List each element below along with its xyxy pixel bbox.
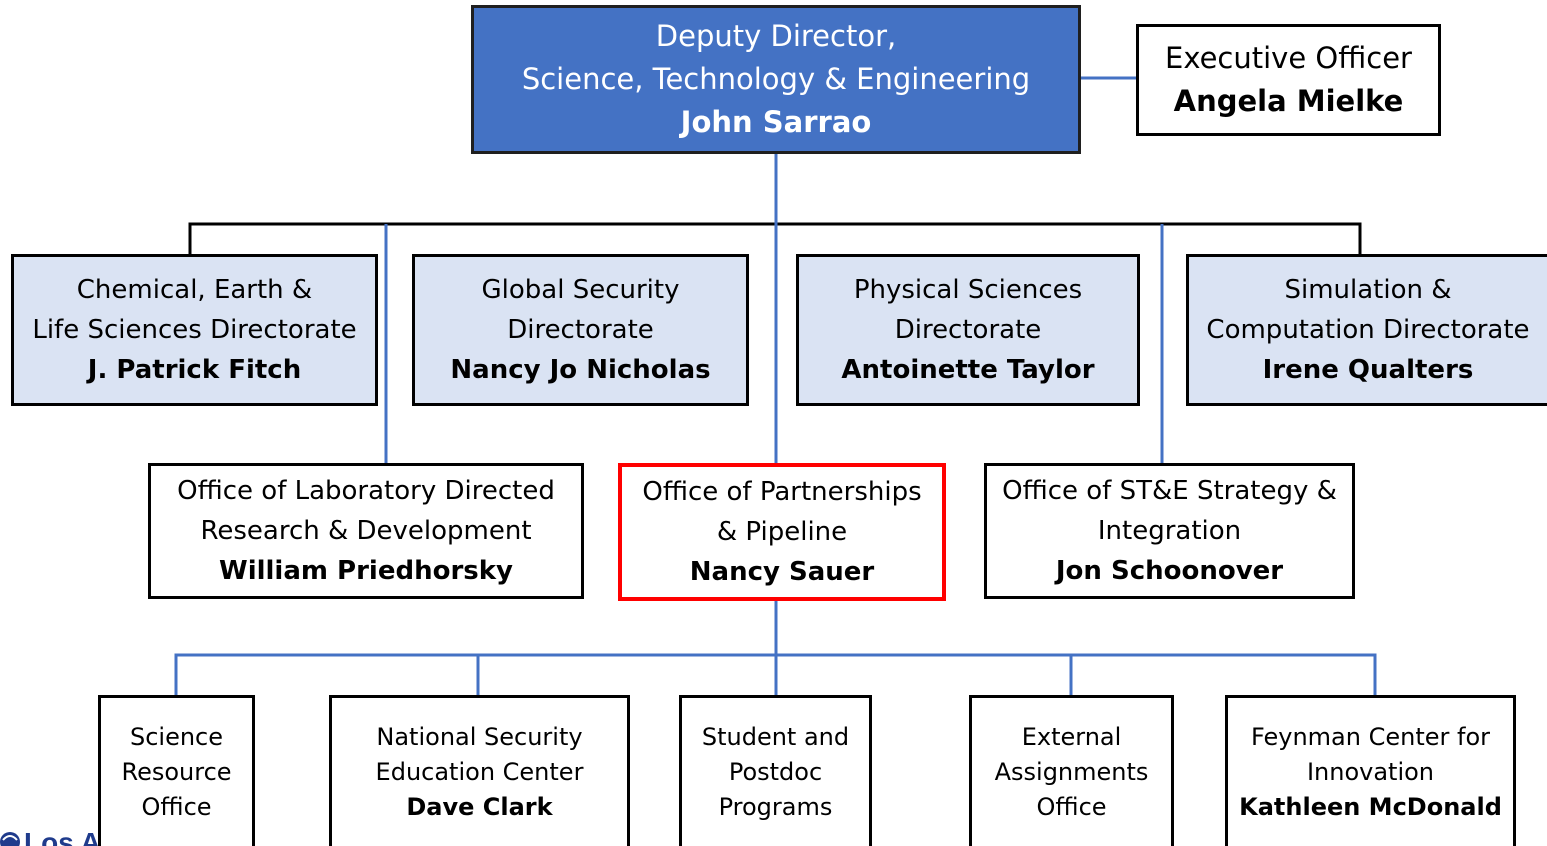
office-line2: & Pipeline <box>716 517 848 547</box>
office-line1: Office of Laboratory Directed <box>177 476 555 506</box>
executive-officer-box: Executive Officer Angela Mielke <box>1136 24 1441 136</box>
program-line1: External <box>1021 722 1122 751</box>
lab-logo: Los A <box>0 822 110 846</box>
directorate-global-security: Global Security Directorate Nancy Jo Nic… <box>412 254 749 406</box>
directorate-leader-name: Irene Qualters <box>1262 355 1474 385</box>
directorate-line1: Chemical, Earth & <box>76 275 313 305</box>
directorate-line2: Life Sciences Directorate <box>32 315 357 345</box>
program-external-assignments: External Assignments Office <box>969 695 1174 846</box>
deputy-director-box: Deputy Director, Science, Technology & E… <box>471 5 1081 154</box>
directorate-chemical-earth-life: Chemical, Earth & Life Sciences Director… <box>11 254 378 406</box>
directorate-line2: Directorate <box>507 315 654 345</box>
directorate-line1: Global Security <box>481 275 680 305</box>
program-line1: National Security <box>376 722 583 751</box>
directorate-leader-name: J. Patrick Fitch <box>87 355 302 385</box>
office-line2: Integration <box>1097 516 1242 546</box>
office-line2: Research & Development <box>200 516 532 546</box>
office-partnerships-pipeline: Office of Partnerships & Pipeline Nancy … <box>618 463 946 601</box>
program-national-security-education: National Security Education Center Dave … <box>329 695 630 846</box>
deputy-name: John Sarrao <box>680 105 872 139</box>
deputy-title-line1: Deputy Director, <box>655 19 897 53</box>
program-line1: Student and <box>701 722 850 751</box>
directorate-leader-name: Antoinette Taylor <box>841 355 1095 385</box>
program-science-resource-office: Science Resource Office <box>98 695 255 846</box>
program-line2: Resource <box>121 757 232 786</box>
lab-logo-icon: Los A <box>0 827 101 846</box>
directorate-line1: Physical Sciences <box>853 275 1083 305</box>
office-ste-strategy: Office of ST&E Strategy & Integration Jo… <box>984 463 1355 599</box>
office-ldrd: Office of Laboratory Directed Research &… <box>148 463 584 599</box>
program-line3: Office <box>1036 792 1107 821</box>
office-leader-name: Nancy Sauer <box>689 557 875 587</box>
directorate-line1: Simulation & <box>1284 275 1452 305</box>
executive-title: Executive Officer <box>1165 41 1412 75</box>
directorate-line2: Directorate <box>894 315 1042 345</box>
program-line1: Science <box>129 722 224 751</box>
program-line3: Programs <box>718 792 833 821</box>
program-leader-name: Dave Clark <box>406 792 553 821</box>
program-line3: Office <box>141 792 212 821</box>
program-line2: Education Center <box>375 757 584 786</box>
program-student-postdoc: Student and Postdoc Programs <box>679 695 872 846</box>
program-feynman-center: Feynman Center for Innovation Kathleen M… <box>1225 695 1516 846</box>
program-line2: Postdoc <box>728 757 823 786</box>
program-line2: Innovation <box>1306 757 1435 786</box>
program-leader-name: Kathleen McDonald <box>1239 792 1502 821</box>
office-line1: Office of Partnerships <box>642 477 922 507</box>
program-line1: Feynman Center for <box>1250 722 1490 751</box>
logo-text: Los A <box>24 827 101 846</box>
programs-connector <box>174 653 1377 696</box>
executive-name: Angela Mielke <box>1173 84 1404 118</box>
directorate-line2: Computation Directorate <box>1206 315 1530 345</box>
directorate-physical-sciences: Physical Sciences Directorate Antoinette… <box>796 254 1140 406</box>
directorate-leader-name: Nancy Jo Nicholas <box>450 355 711 385</box>
office-leader-name: William Priedhorsky <box>219 556 513 586</box>
program-line2: Assignments <box>994 757 1149 786</box>
office-leader-name: Jon Schoonover <box>1055 556 1284 586</box>
office-line1: Office of ST&E Strategy & <box>1002 476 1337 506</box>
directorate-simulation-computation: Simulation & Computation Directorate Ire… <box>1186 254 1547 406</box>
deputy-title-line2: Science, Technology & Engineering <box>521 62 1031 96</box>
